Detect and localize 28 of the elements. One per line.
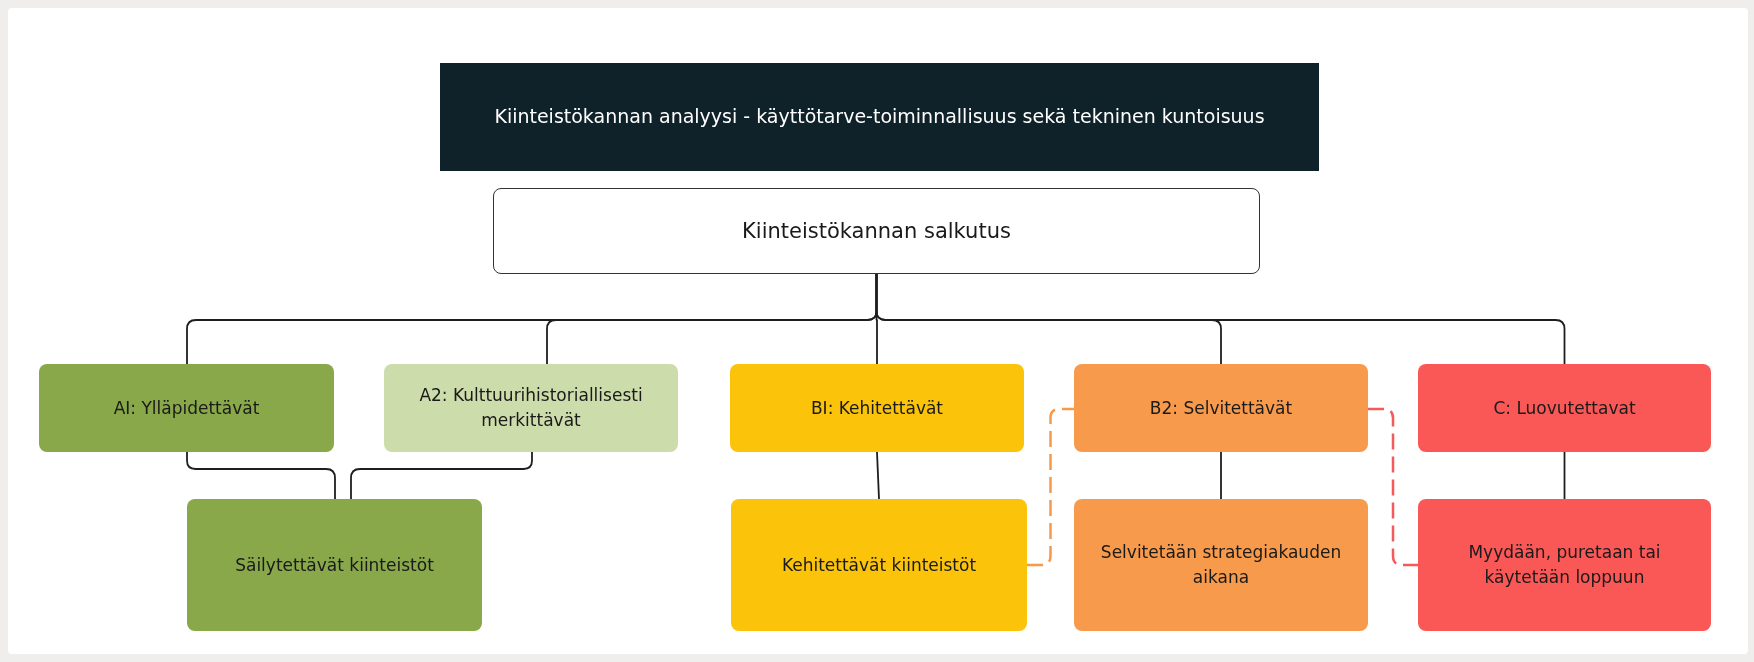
box-label: Kiinteistökannan salkutus	[742, 217, 1011, 245]
category-box	[1074, 364, 1368, 452]
category-box	[730, 364, 1024, 452]
box-label: AI: Ylläpidettävät	[113, 396, 260, 420]
category-box	[39, 364, 334, 452]
box-label: Kiinteistökannan analyysi - käyttötarve-toiminnallisuus sekä tekninen kuntoisuus	[494, 104, 1265, 130]
category-box	[493, 188, 1260, 274]
box-label: Myydään, puretaan tai käytetään loppuun	[1467, 541, 1662, 589]
category-box	[384, 364, 678, 452]
box-label: B2: Selvitettävät	[1149, 396, 1293, 420]
category-box	[1418, 364, 1711, 452]
connector-line	[186, 451, 336, 500]
connector-line	[875, 273, 1566, 365]
heading-box	[440, 63, 1319, 171]
box-label: A2: Kulttuurihistoriallisesti merkittävät	[418, 384, 644, 432]
box-label: Selvitetään strategiakauden aikana	[1099, 541, 1343, 589]
category-box	[1418, 499, 1711, 631]
connector-line	[350, 451, 533, 500]
connector-line	[1220, 451, 1222, 500]
box-label: Kehitettävät kiinteistöt	[781, 553, 977, 577]
category-box	[1074, 499, 1368, 631]
box-label: BI: Kehitettävät	[810, 396, 944, 420]
connector-line	[876, 451, 880, 500]
category-box	[731, 499, 1027, 631]
category-box	[187, 499, 482, 631]
box-label: Säilytettävät kiinteistöt	[235, 553, 434, 577]
connector-line	[1563, 451, 1566, 500]
box-label: C: Luovutettavat	[1493, 396, 1636, 420]
